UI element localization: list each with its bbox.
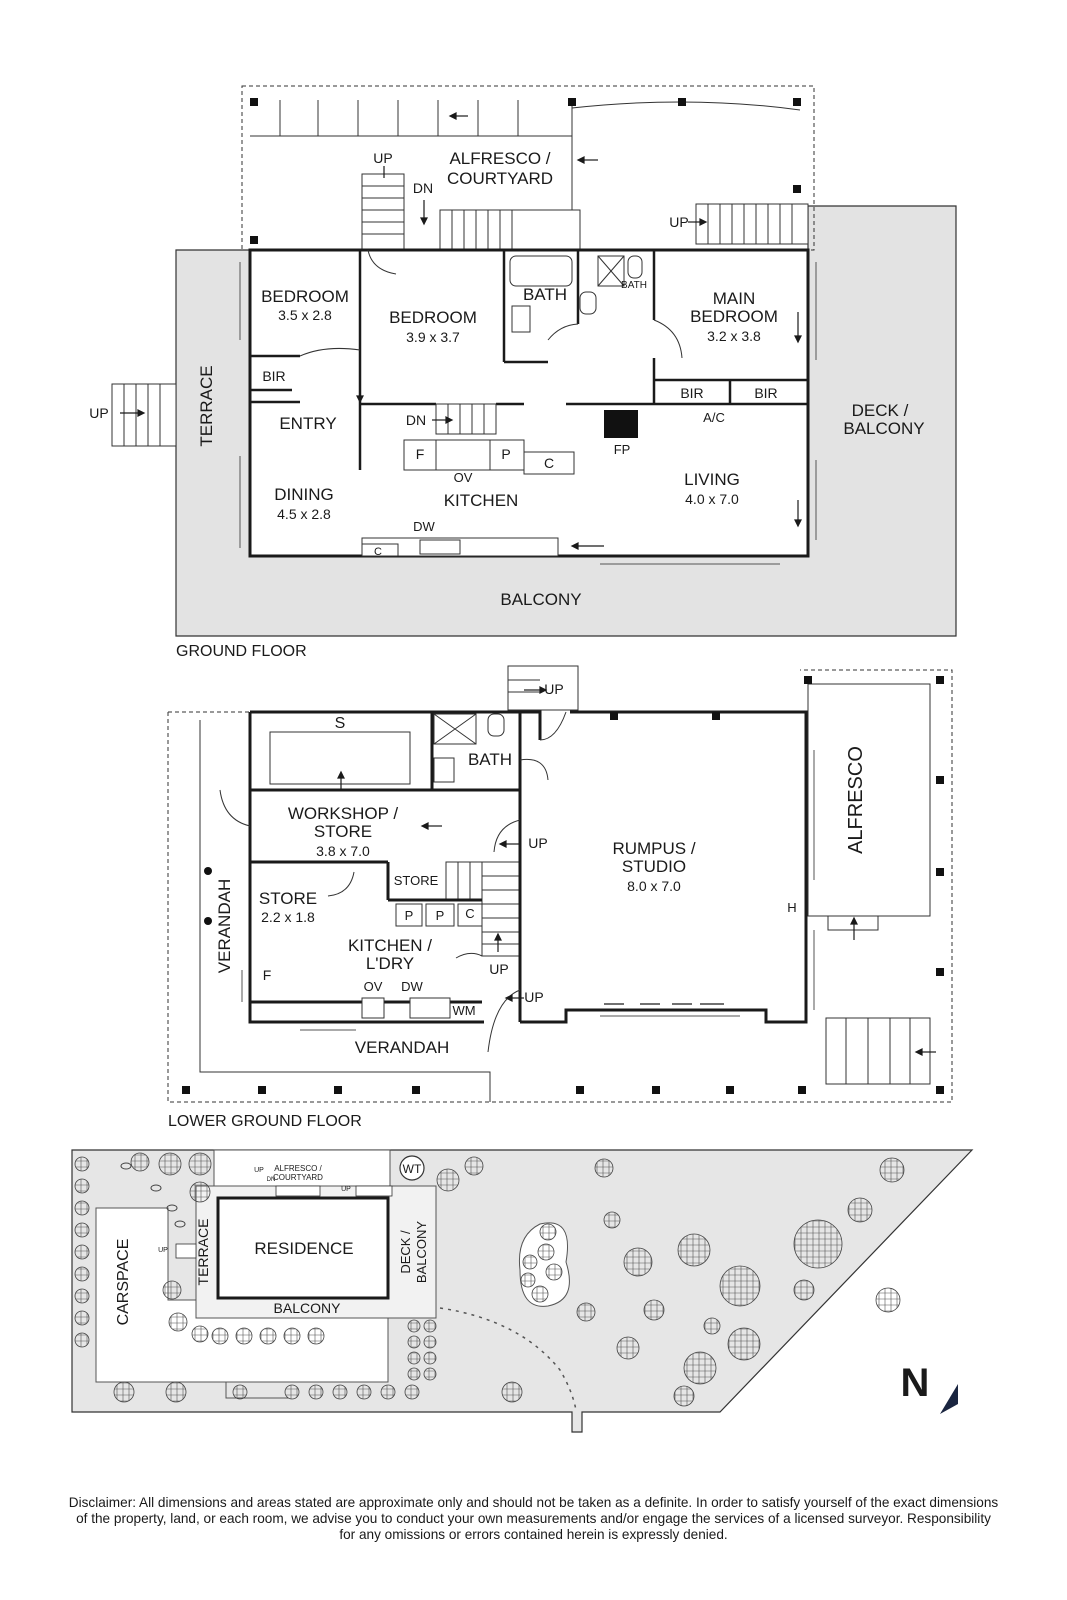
dn-label-2: DN	[406, 412, 426, 428]
lower-up-label-4: UP	[524, 989, 543, 1005]
dining-dim: 4.5 x 2.8	[277, 506, 331, 522]
small-store-label: STORE	[394, 873, 439, 888]
courtyard-label: COURTYARD	[447, 169, 553, 188]
lower-ground-floor-plan: S BATH WORKSHOP / STORE 3.8 x 7.0 RUMPUS…	[167, 665, 953, 1130]
north-arrow: N	[901, 1361, 958, 1414]
wm-label: WM	[452, 1003, 475, 1018]
site-up-label-3: UP	[158, 1247, 168, 1254]
lower-up-label-3: UP	[489, 961, 508, 977]
shelf-label: S	[335, 715, 346, 732]
lower-bath-label: BATH	[468, 750, 512, 769]
lower-up-label-2: UP	[528, 835, 547, 851]
entry-label: ENTRY	[279, 414, 336, 433]
lower-dw-label: DW	[401, 979, 423, 994]
bir-label-3: BIR	[754, 385, 777, 401]
up-label-3: UP	[89, 405, 108, 421]
lower-oven-label: OV	[364, 979, 383, 994]
north-arrow-icon	[940, 1384, 958, 1414]
dining-label: DINING	[274, 485, 334, 504]
north-label: N	[901, 1361, 930, 1405]
heater-label: H	[787, 900, 796, 915]
carspace-label: CARSPACE	[115, 1239, 132, 1326]
cupboard-label-2: C	[374, 546, 382, 558]
deck-label: DECK /	[852, 401, 909, 420]
lower-pantry-label-1: P	[405, 908, 414, 923]
kitchen-label: KITCHEN	[444, 491, 519, 510]
bedroom1-dim: 3.5 x 2.8	[278, 307, 332, 323]
lower-alfresco-label: ALFRESCO	[845, 746, 867, 854]
kitchen-ldry-label-1: KITCHEN /	[348, 936, 432, 955]
bir-label-2: BIR	[680, 385, 703, 401]
up-label-1: UP	[373, 150, 392, 166]
living-label: LIVING	[684, 470, 740, 489]
bath-small-label: BATH	[621, 280, 647, 291]
site-balcony-label: BALCONY	[274, 1300, 342, 1316]
bir-label-1: BIR	[262, 368, 285, 384]
workshop-store-label: STORE	[314, 822, 372, 841]
main-bedroom-dim: 3.2 x 3.8	[707, 328, 761, 344]
ground-floor-plan: ALFRESCO / COURTYARD BEDROOM 3.5 x 2.8 B…	[89, 85, 957, 660]
terrace-label: TERRACE	[197, 365, 216, 446]
site-plan: RESIDENCE CARSPACE TERRACE DECK / BALCON…	[71, 1149, 974, 1433]
verandah-bottom-label: VERANDAH	[355, 1038, 449, 1057]
workshop-label: WORKSHOP /	[288, 804, 398, 823]
kitchen-ldry-label-2: L'DRY	[366, 954, 414, 973]
bath-label: BATH	[523, 285, 567, 304]
site-alfresco-label-1: ALFRESCO /	[274, 1164, 322, 1173]
fp-label: FP	[614, 442, 631, 457]
rumpus-label: RUMPUS /	[612, 839, 695, 858]
workshop-dim: 3.8 x 7.0	[316, 843, 370, 859]
store-label: STORE	[259, 889, 317, 908]
site-dn-label: DN	[267, 1177, 276, 1183]
main-bedroom-label-1: MAIN	[713, 289, 756, 308]
up-label-2: UP	[669, 214, 688, 230]
site-up-label-2: UP	[341, 1186, 351, 1193]
disclaimer-line-1: Disclaimer: All dimensions and areas sta…	[68, 1495, 999, 1510]
site-deck-label-2: BALCONY	[414, 1221, 429, 1283]
main-bedroom-label-2: BEDROOM	[690, 307, 778, 326]
fridge-label: F	[416, 446, 425, 462]
alfresco-label: ALFRESCO /	[449, 149, 550, 168]
site-terrace-label: TERRACE	[195, 1219, 211, 1286]
dn-label-1: DN	[413, 180, 433, 196]
disclaimer-line-3: for any omissions or errors contained he…	[339, 1527, 728, 1542]
studio-label: STUDIO	[622, 857, 686, 876]
lower-floor-caption: LOWER GROUND FLOOR	[168, 1113, 362, 1130]
site-deck-label-1: DECK /	[398, 1230, 413, 1274]
oven-label: OV	[454, 470, 473, 485]
pantry-label: P	[501, 446, 510, 462]
residence-label: RESIDENCE	[254, 1239, 353, 1258]
site-up-label-1: UP	[254, 1167, 264, 1174]
store-dim: 2.2 x 1.8	[261, 909, 315, 925]
rumpus-dim: 8.0 x 7.0	[627, 878, 681, 894]
lower-fridge-label: F	[263, 967, 272, 983]
lower-cupboard-label: C	[465, 906, 474, 921]
cupboard-label: C	[544, 455, 554, 471]
ac-label: A/C	[703, 410, 725, 425]
bedroom1-label: BEDROOM	[261, 287, 349, 306]
dw-label: DW	[413, 519, 435, 534]
disclaimer-line-2: of the property, land, or each room, we …	[76, 1511, 991, 1526]
site-alfresco-label-2: COURTYARD	[273, 1173, 323, 1182]
living-dim: 4.0 x 7.0	[685, 491, 739, 507]
disclaimer: Disclaimer: All dimensions and areas sta…	[0, 1495, 1067, 1543]
lower-pantry-label-2: P	[436, 908, 445, 923]
balcony-label: BALCONY	[500, 590, 581, 609]
water-tank-label: WT	[403, 1162, 422, 1176]
deck-balcony-label: BALCONY	[843, 419, 924, 438]
verandah-side-label: VERANDAH	[215, 879, 234, 973]
bedroom2-label: BEDROOM	[389, 308, 477, 327]
bedroom2-dim: 3.9 x 3.7	[406, 329, 460, 345]
ground-floor-caption: GROUND FLOOR	[176, 643, 307, 660]
lower-up-label-1: UP	[544, 681, 563, 697]
